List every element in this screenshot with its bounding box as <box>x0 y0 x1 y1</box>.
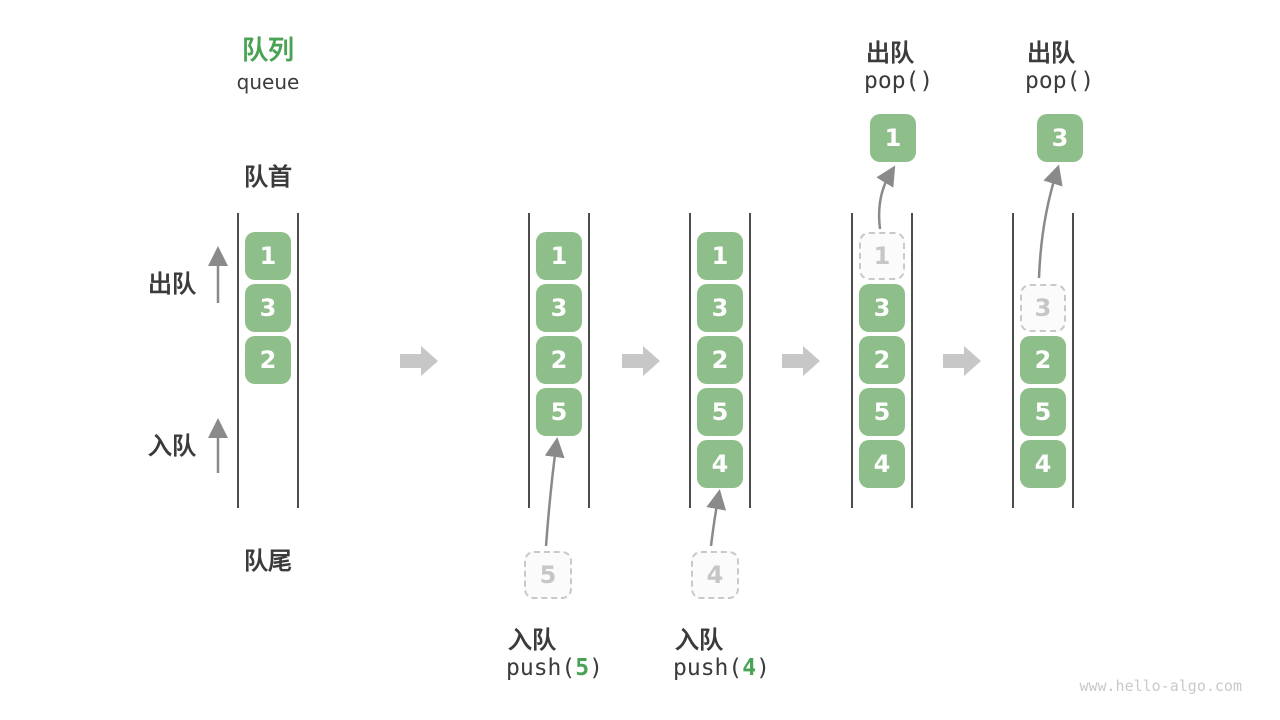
state-transition-arrow-icon <box>622 346 660 376</box>
queue-cell: 5 <box>536 388 582 436</box>
code-post: ) <box>919 68 934 94</box>
diagram-title-en: queue <box>236 70 300 94</box>
watermark: www.hello-algo.com <box>1079 677 1242 695</box>
queue-column-4 <box>851 213 913 508</box>
state-transition-arrow-icon <box>943 346 981 376</box>
diagram-title-zh: 队列 <box>241 36 294 66</box>
queue-cell: 3 <box>697 284 743 332</box>
queue-cell: 3 <box>536 284 582 332</box>
op-label-dequeue: 出队 <box>1027 39 1075 67</box>
queue-cell: 2 <box>1020 336 1066 384</box>
popped-cell: 1 <box>870 114 916 162</box>
queue-cell: 1 <box>536 232 582 280</box>
popped-cell: 3 <box>1037 114 1083 162</box>
code-pre: push( <box>673 655 743 681</box>
op-code-pop1: pop() <box>864 68 933 94</box>
queue-cell: 3 <box>245 284 291 332</box>
queue-cell-ghost: 3 <box>1020 284 1066 332</box>
queue-cell: 4 <box>859 440 905 488</box>
dequeue-direction-label: 出队 <box>148 270 196 298</box>
op-code-push5: push(5) <box>506 655 603 681</box>
queue-cell: 3 <box>859 284 905 332</box>
queue-column-5 <box>1012 213 1074 508</box>
queue-column-3 <box>689 213 751 508</box>
code-pre: pop( <box>1025 68 1081 94</box>
state-transition-arrow-icon <box>400 346 438 376</box>
code-post: ) <box>1080 68 1095 94</box>
queue-rear-label: 队尾 <box>244 547 292 575</box>
queue-cell: 5 <box>859 388 905 436</box>
queue-cell: 4 <box>697 440 743 488</box>
code-pre: pop( <box>864 68 920 94</box>
pop1-arrow-icon <box>876 165 896 230</box>
code-arg: 4 <box>742 655 757 681</box>
push4-arrow-icon <box>706 489 727 547</box>
code-post: ) <box>756 655 770 681</box>
incoming-cell-ghost: 4 <box>691 551 739 599</box>
queue-cell: 2 <box>697 336 743 384</box>
queue-front-label: 队首 <box>244 163 292 191</box>
enqueue-direction-label: 入队 <box>148 432 196 460</box>
push5-arrow-icon <box>544 437 565 547</box>
op-code-push4: push(4) <box>673 655 770 681</box>
queue-cell-ghost: 1 <box>859 232 905 280</box>
queue-cell: 5 <box>1020 388 1066 436</box>
queue-cell: 4 <box>1020 440 1066 488</box>
incoming-cell-ghost: 5 <box>524 551 572 599</box>
queue-cell: 5 <box>697 388 743 436</box>
queue-cell: 2 <box>859 336 905 384</box>
queue-cell: 2 <box>245 336 291 384</box>
pop3-arrow-icon <box>1037 164 1063 279</box>
queue-column-1 <box>237 213 299 508</box>
queue-cell: 1 <box>697 232 743 280</box>
op-label-enqueue: 入队 <box>508 626 556 654</box>
code-post: ) <box>589 655 603 681</box>
code-pre: push( <box>506 655 576 681</box>
op-code-pop3: pop() <box>1025 68 1094 94</box>
op-label-dequeue: 出队 <box>866 39 914 67</box>
queue-column-2 <box>528 213 590 508</box>
state-transition-arrow-icon <box>782 346 820 376</box>
queue-cell: 1 <box>245 232 291 280</box>
queue-cell: 2 <box>536 336 582 384</box>
op-label-enqueue: 入队 <box>675 626 723 654</box>
code-arg: 5 <box>575 655 590 681</box>
